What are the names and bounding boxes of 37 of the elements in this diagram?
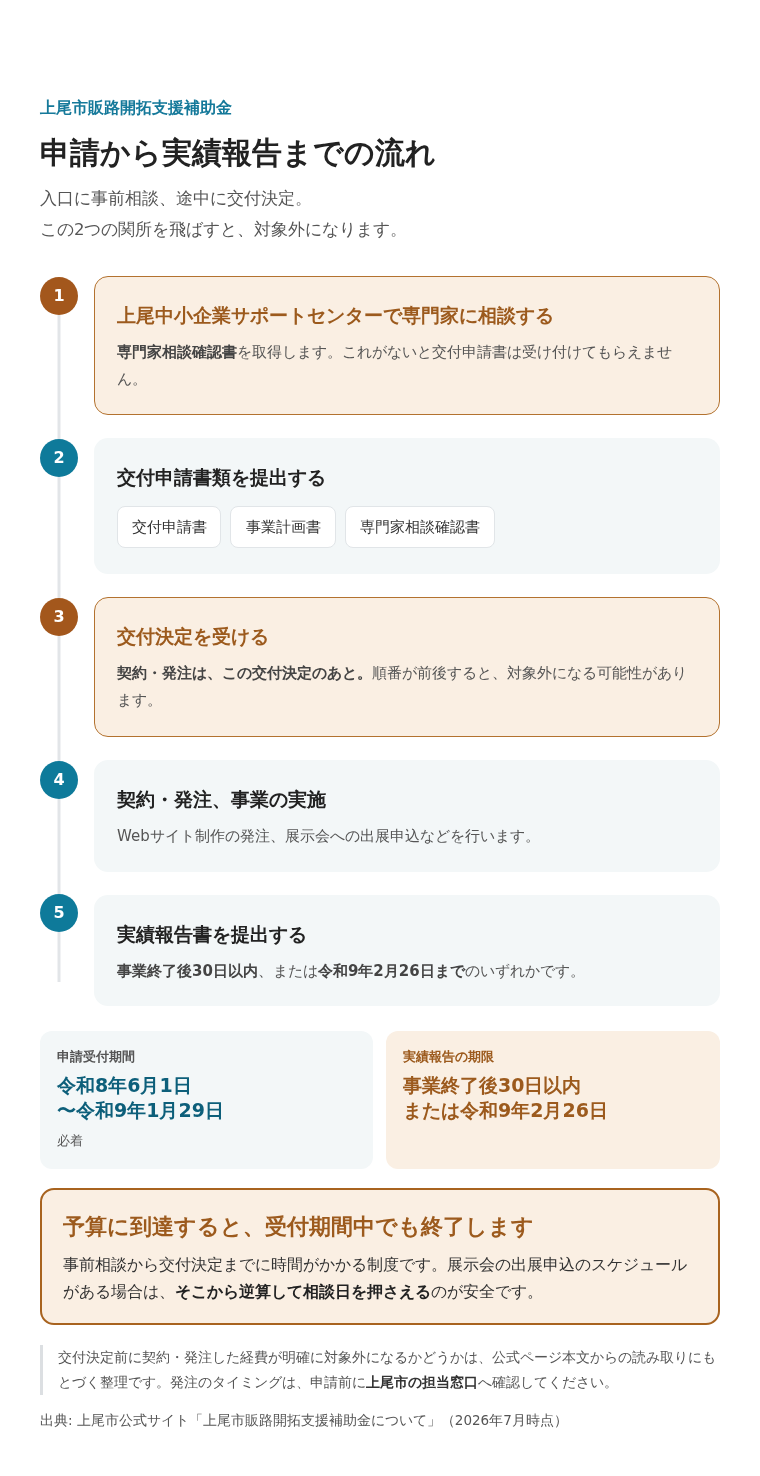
- step-card: [94, 276, 720, 415]
- disclaimer-note: 交付決定前に契約・発注した経費が明確に対象外になるかどうかは、公式ページ本文からの読み取りにもとづく整理です。発注のタイミングは、申請前に上尾市の担当窓口へ確認してください。: [40, 1345, 720, 1395]
- step-title: 上尾中小企業サポートセンターで専門家に相談する: [117, 303, 555, 328]
- source-citation: 出典: 上尾市公式サイト「上尾市販路開拓支援補助金について」（2026年7月時点）: [40, 1411, 568, 1430]
- lead-text: 入口に事前相談、途中に交付決定。: [40, 188, 312, 210]
- info-label: 実績報告の期限: [403, 1048, 495, 1066]
- info-card: [386, 1031, 720, 1169]
- step-number: 4: [40, 761, 78, 799]
- warning-panel: [40, 1188, 720, 1325]
- page-title: 申請から実績報告までの流れ: [40, 134, 436, 172]
- step-card: [94, 438, 720, 574]
- deadline-value: 事業終了後30日以内: [403, 1073, 583, 1098]
- step-number: 3: [40, 598, 78, 636]
- date-value: 令和8年6月1日: [57, 1073, 193, 1098]
- step-description: 事業終了後30日以内、または令和9年2月26日までのいずれかです。: [117, 961, 586, 982]
- warning-title: 予算に到達すると、受付期間中でも終了します: [63, 1213, 535, 1241]
- warning-text: 事前相談から交付決定までに時間がかかる制度です。展示会の出展申込のスケジュールがある場合は、そこから逆算して相談日を押さえるのが安全です。: [63, 1254, 688, 1303]
- lead-text: この2つの関所を飛ばすと、対象外になります。: [40, 219, 408, 241]
- step-title: 交付決定を受ける: [117, 624, 270, 649]
- info-note: 必着: [57, 1132, 84, 1150]
- info-label: 申請受付期間: [57, 1048, 136, 1066]
- step-title: 実績報告書を提出する: [117, 922, 308, 947]
- document-chip: 専門家相談確認書: [345, 506, 495, 548]
- step-number: 5: [40, 894, 78, 932]
- date-value: 〜令和9年1月29日: [57, 1098, 225, 1123]
- step-description: Webサイト制作の発注、展示会への出展申込などを行います。: [117, 826, 541, 847]
- document-chip: 交付申請書: [117, 506, 221, 548]
- step-number: 2: [40, 439, 78, 477]
- program-name: 上尾市販路開拓支援補助金: [40, 98, 232, 118]
- step-card: [94, 597, 720, 737]
- step-description: 専門家相談確認書を取得します。これがないと交付申請書は受け付けてもらえません。: [117, 342, 673, 390]
- step-number: 1: [40, 277, 78, 315]
- deadline-value: または令和9年2月26日: [403, 1098, 609, 1123]
- step-title: 契約・発注、事業の実施: [117, 787, 327, 812]
- document-chip: 事業計画書: [230, 506, 336, 548]
- step-description: 契約・発注は、この交付決定のあと。順番が前後すると、対象外になる可能性があります。: [117, 663, 688, 711]
- step-title: 交付申請書類を提出する: [117, 465, 327, 490]
